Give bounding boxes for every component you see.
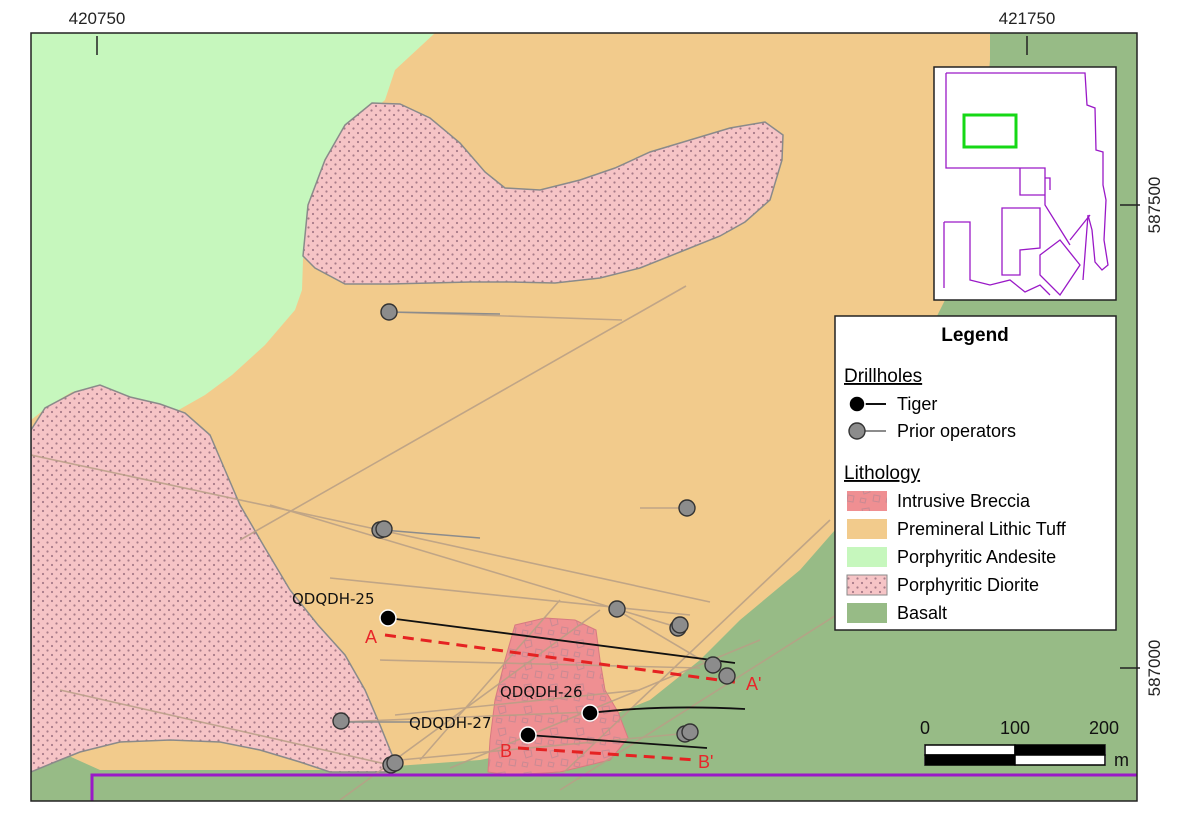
easting-label-2: 421750 bbox=[999, 9, 1056, 28]
diorite-upper-unit bbox=[302, 102, 784, 285]
prior-collar bbox=[678, 499, 696, 517]
inset-highlight-box bbox=[962, 113, 1018, 149]
map-frame bbox=[30, 32, 1138, 802]
prior-collar bbox=[380, 303, 398, 321]
section-label-a: A bbox=[365, 627, 377, 647]
legend-basalt-label: Basalt bbox=[897, 603, 947, 623]
legend-swatch-tuff bbox=[847, 519, 887, 539]
tiger-collar-qdqdh-26 bbox=[581, 704, 599, 722]
section-label-b-prime: B' bbox=[698, 752, 713, 772]
prior-collar bbox=[386, 754, 404, 772]
legend: Legend Drillholes Tiger Prior operators … bbox=[834, 315, 1117, 631]
legend-prior-label: Prior operators bbox=[897, 421, 1016, 441]
northing-label-1: 587500 bbox=[1145, 177, 1164, 234]
prior-drill-traces bbox=[341, 311, 501, 723]
label-qdqdh-26: QDQDH-26 bbox=[500, 683, 583, 701]
tiger-collars bbox=[379, 609, 599, 744]
prior-collar bbox=[704, 656, 722, 674]
section-label-b: B bbox=[500, 741, 512, 761]
diorite-lower-unit bbox=[31, 384, 396, 773]
legend-lithology-heading: Lithology bbox=[844, 463, 921, 484]
legend-drillholes-heading: Drillholes bbox=[844, 366, 922, 387]
legend-prior-icon bbox=[848, 422, 866, 440]
scale-unit: m bbox=[1114, 750, 1129, 770]
tiger-collar-qdqdh-27 bbox=[519, 726, 537, 744]
northing-label-2: 587000 bbox=[1145, 640, 1164, 697]
prior-collars bbox=[332, 303, 736, 774]
legend-swatch-andesite bbox=[847, 547, 887, 567]
prior-collar bbox=[681, 723, 699, 741]
prior-collar bbox=[332, 712, 350, 730]
easting-label-1: 420750 bbox=[69, 9, 126, 28]
prior-collar bbox=[718, 667, 736, 685]
grid-ticks bbox=[96, 36, 1140, 669]
legend-tuff-label: Premineral Lithic Tuff bbox=[897, 519, 1067, 539]
lineaments bbox=[31, 285, 861, 801]
label-qdqdh-27: QDQDH-27 bbox=[409, 714, 492, 732]
andesite-unit bbox=[31, 33, 435, 420]
tiger-collar-qdqdh-25 bbox=[379, 609, 397, 627]
scale-tick-0: 0 bbox=[920, 718, 930, 738]
legend-diorite-label: Porphyritic Diorite bbox=[897, 575, 1039, 595]
tiger-drill-traces bbox=[387, 617, 746, 749]
prior-collar bbox=[608, 600, 626, 618]
legend-title: Legend bbox=[941, 325, 1009, 346]
section-lines bbox=[384, 633, 742, 762]
inset-map bbox=[933, 66, 1117, 301]
legend-andesite-label: Porphyritic Andesite bbox=[897, 547, 1056, 567]
scale-bar: 0 100 200 m bbox=[920, 718, 1129, 770]
section-label-a-prime: A' bbox=[746, 674, 761, 694]
legend-swatch-basalt bbox=[847, 603, 887, 623]
label-qdqdh-25: QDQDH-25 bbox=[292, 590, 375, 608]
prior-collar bbox=[375, 520, 393, 538]
scale-tick-100: 100 bbox=[1000, 718, 1030, 738]
property-boundary bbox=[90, 773, 1137, 801]
legend-swatch-breccia bbox=[847, 491, 887, 511]
prior-collar bbox=[671, 616, 689, 634]
legend-tiger-label: Tiger bbox=[897, 394, 937, 414]
scale-tick-200: 200 bbox=[1089, 718, 1119, 738]
legend-tiger-icon bbox=[848, 395, 866, 413]
legend-breccia-label: Intrusive Breccia bbox=[897, 491, 1031, 511]
inset-claim-outline bbox=[943, 72, 1109, 297]
legend-swatch-diorite bbox=[846, 574, 888, 596]
